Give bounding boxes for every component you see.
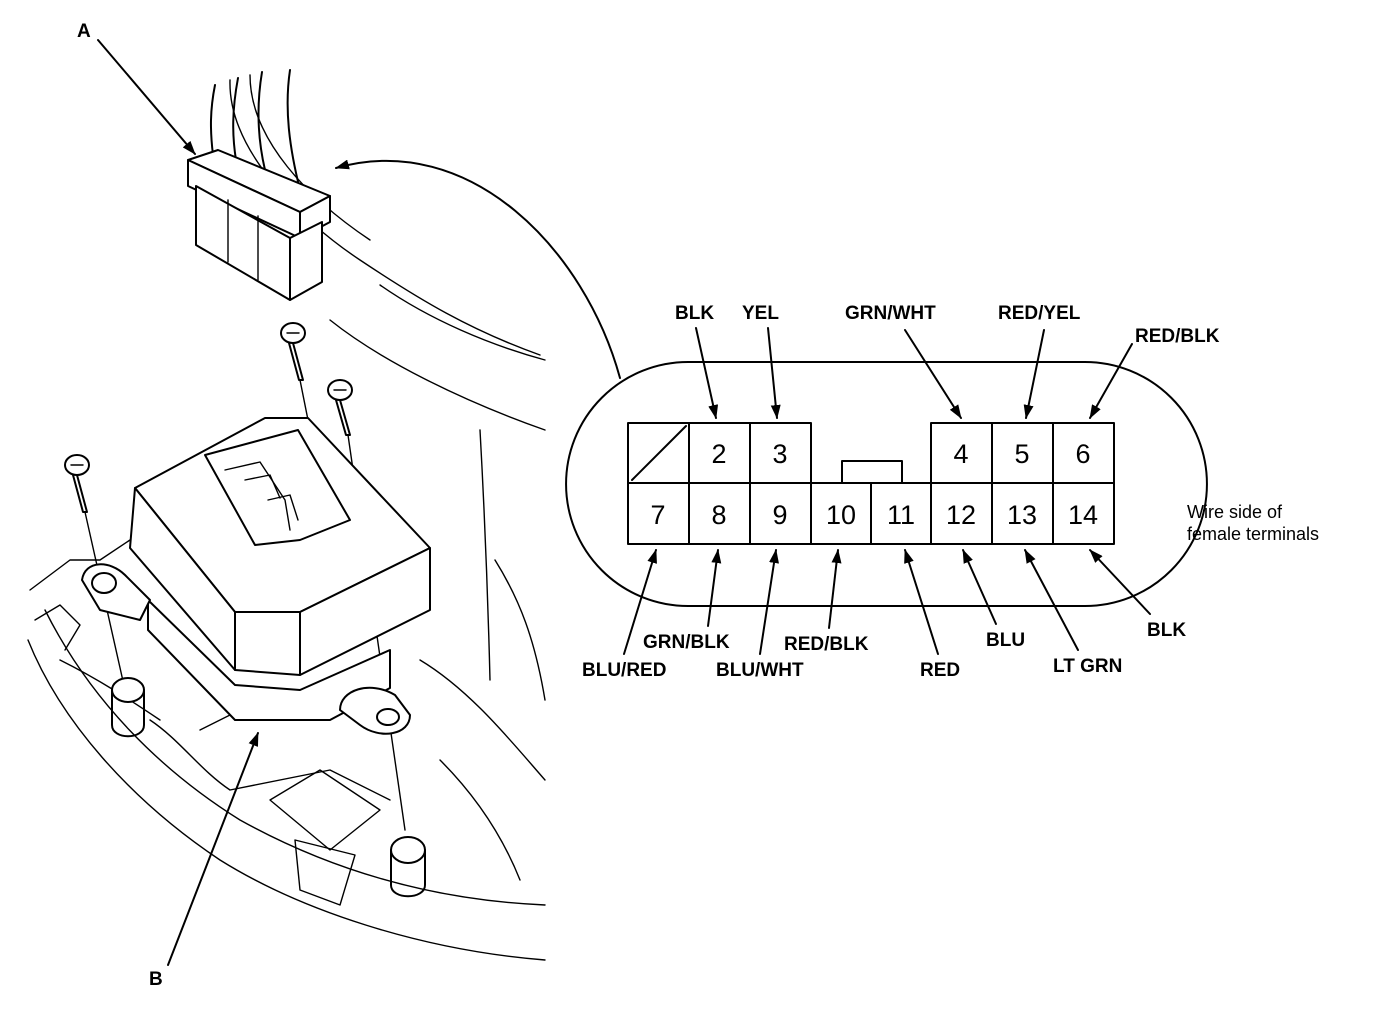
cavity-8 <box>688 482 751 545</box>
wire-label-3: YEL <box>742 303 779 324</box>
wire-label-7: BLU/RED <box>582 660 666 681</box>
wire-leader-6 <box>1089 343 1133 419</box>
cavity-12-number: 12 <box>946 500 976 530</box>
wire-label-5: RED/YEL <box>998 303 1081 324</box>
wire-label-8: GRN/BLK <box>643 632 730 653</box>
wire-label-14: BLK <box>1147 620 1186 641</box>
cavity-3 <box>749 422 812 484</box>
cavity-14 <box>1052 482 1115 545</box>
wire-leader-7 <box>623 549 657 655</box>
callout-b-label: B <box>149 969 163 990</box>
cavity-6 <box>1052 422 1115 484</box>
wire-leader-3 <box>767 327 781 419</box>
cavity-5 <box>991 422 1054 484</box>
connector-face-view: 2 3 4 5 6 7 8 9 10 11 12 13 14 BLK YEL G… <box>565 303 1319 681</box>
view-arrow <box>335 159 621 379</box>
wire-leader-12 <box>962 549 997 625</box>
wire-label-11: RED <box>920 660 960 681</box>
harness-connector-a <box>187 69 331 301</box>
cavity-12 <box>930 482 993 545</box>
callout-a-label: A <box>77 21 91 42</box>
cavity-7 <box>627 482 690 545</box>
wire-label-13: LT GRN <box>1053 656 1122 677</box>
cavity-10-number: 10 <box>826 500 856 530</box>
wire-label-12: BLU <box>986 630 1025 651</box>
wire-label-2: BLK <box>675 303 714 324</box>
callout-a: A <box>77 21 196 155</box>
cavity-13 <box>991 482 1054 545</box>
bottom-wire-labels: BLU/RED GRN/BLK BLU/WHT RED/BLK RED BLU … <box>582 549 1186 681</box>
cavity-3-number: 3 <box>772 439 787 469</box>
locking-tab <box>841 460 903 484</box>
wire-leader-5 <box>1023 329 1045 419</box>
cavity-grid: 2 3 4 5 6 7 8 9 10 11 12 13 14 <box>627 422 1115 545</box>
wire-label-10: RED/BLK <box>784 634 869 655</box>
wire-leader-2 <box>695 327 719 419</box>
connector-outline <box>565 361 1208 607</box>
cavity-5-number: 5 <box>1014 439 1029 469</box>
wire-leader-9 <box>759 549 779 655</box>
cavity-9-number: 9 <box>772 500 787 530</box>
view-note-line-1: Wire side of <box>1187 502 1283 522</box>
wire-label-4: GRN/WHT <box>845 303 936 324</box>
wire-leader-13 <box>1024 549 1079 651</box>
cavity-8-number: 8 <box>711 500 726 530</box>
callout-b: B <box>149 732 259 990</box>
wire-label-6: RED/BLK <box>1135 326 1220 347</box>
cavity-2-number: 2 <box>711 439 726 469</box>
wire-leader-11 <box>904 549 939 655</box>
view-note-line-2: female terminals <box>1187 524 1319 544</box>
cavity-7-number: 7 <box>650 500 665 530</box>
control-module-b <box>81 417 431 898</box>
wire-leader-8 <box>707 549 722 627</box>
cavity-9 <box>749 482 812 545</box>
cavity-1-blank-mark <box>631 425 687 481</box>
wire-leader-4 <box>904 329 962 419</box>
cavity-14-number: 14 <box>1068 500 1098 530</box>
wire-leader-14 <box>1089 549 1151 615</box>
top-wire-labels: BLK YEL GRN/WHT RED/YEL RED/BLK <box>675 303 1220 419</box>
wire-label-9: BLU/WHT <box>716 660 804 681</box>
cavity-10 <box>810 482 872 545</box>
wire-leader-10 <box>828 549 842 629</box>
cavity-6-number: 6 <box>1075 439 1090 469</box>
cavity-11-number: 11 <box>887 500 915 530</box>
component-illustration: A B <box>27 21 621 990</box>
view-note: Wire side of female terminals <box>1187 502 1319 544</box>
cavity-13-number: 13 <box>1007 500 1037 530</box>
cavity-4-number: 4 <box>953 439 968 469</box>
